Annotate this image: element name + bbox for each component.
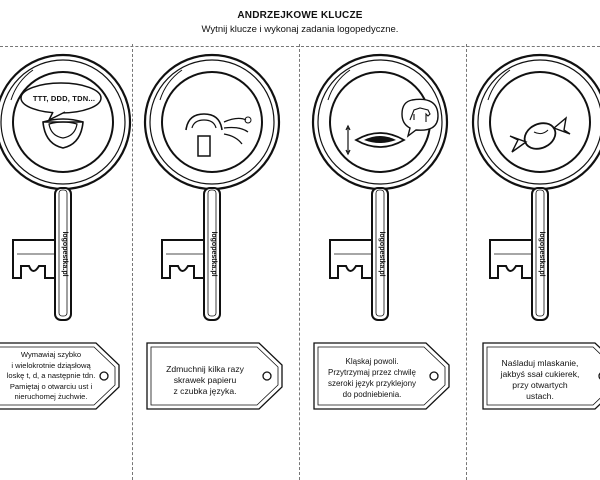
page-subtitle: Wytnij klucze i wykonaj zadania logopedy… (201, 24, 399, 35)
cut-line-3 (466, 44, 467, 480)
speech-bubble-text: TTT, DDD, TDN... (32, 94, 96, 103)
blowing-paper-icon (185, 113, 252, 157)
page-title: ANDRZEJKOWE KLUCZE (237, 10, 363, 21)
tag-4-text: Naśladuj mlaskanie, jakbyś ssał cukierek… (500, 358, 580, 401)
key-4: logopestka.pl (471, 53, 600, 322)
key-1: logopestka.pl (0, 53, 132, 322)
key-2: logopestka.pl (143, 53, 281, 322)
tongue-on-lips-icon (42, 118, 84, 149)
brand-label: logopestka.pl (378, 231, 385, 276)
tongue-click-horse-icon (345, 98, 439, 156)
brand-label: logopestka.pl (61, 231, 68, 276)
cut-line-1 (132, 44, 133, 480)
tag-1-text: Wymawiaj szybko i wielokrotnie dziąsłową… (6, 350, 96, 401)
tag-2-text: Zdmuchnij kilka razy skrawek papieru z c… (166, 364, 244, 396)
tag-3-text: Kląskaj powoli. Przytrzymaj przez chwilę… (327, 357, 417, 399)
cut-line-top (0, 46, 600, 47)
key-3: logopestka.pl (311, 53, 449, 322)
keys-illustration: logopestka.pl logopestka.pl logopestka.p… (0, 53, 600, 410)
cut-line-2 (299, 44, 300, 480)
candy-icon (509, 116, 571, 153)
brand-label: logopestka.pl (538, 231, 545, 276)
brand-label: logopestka.pl (210, 231, 217, 276)
